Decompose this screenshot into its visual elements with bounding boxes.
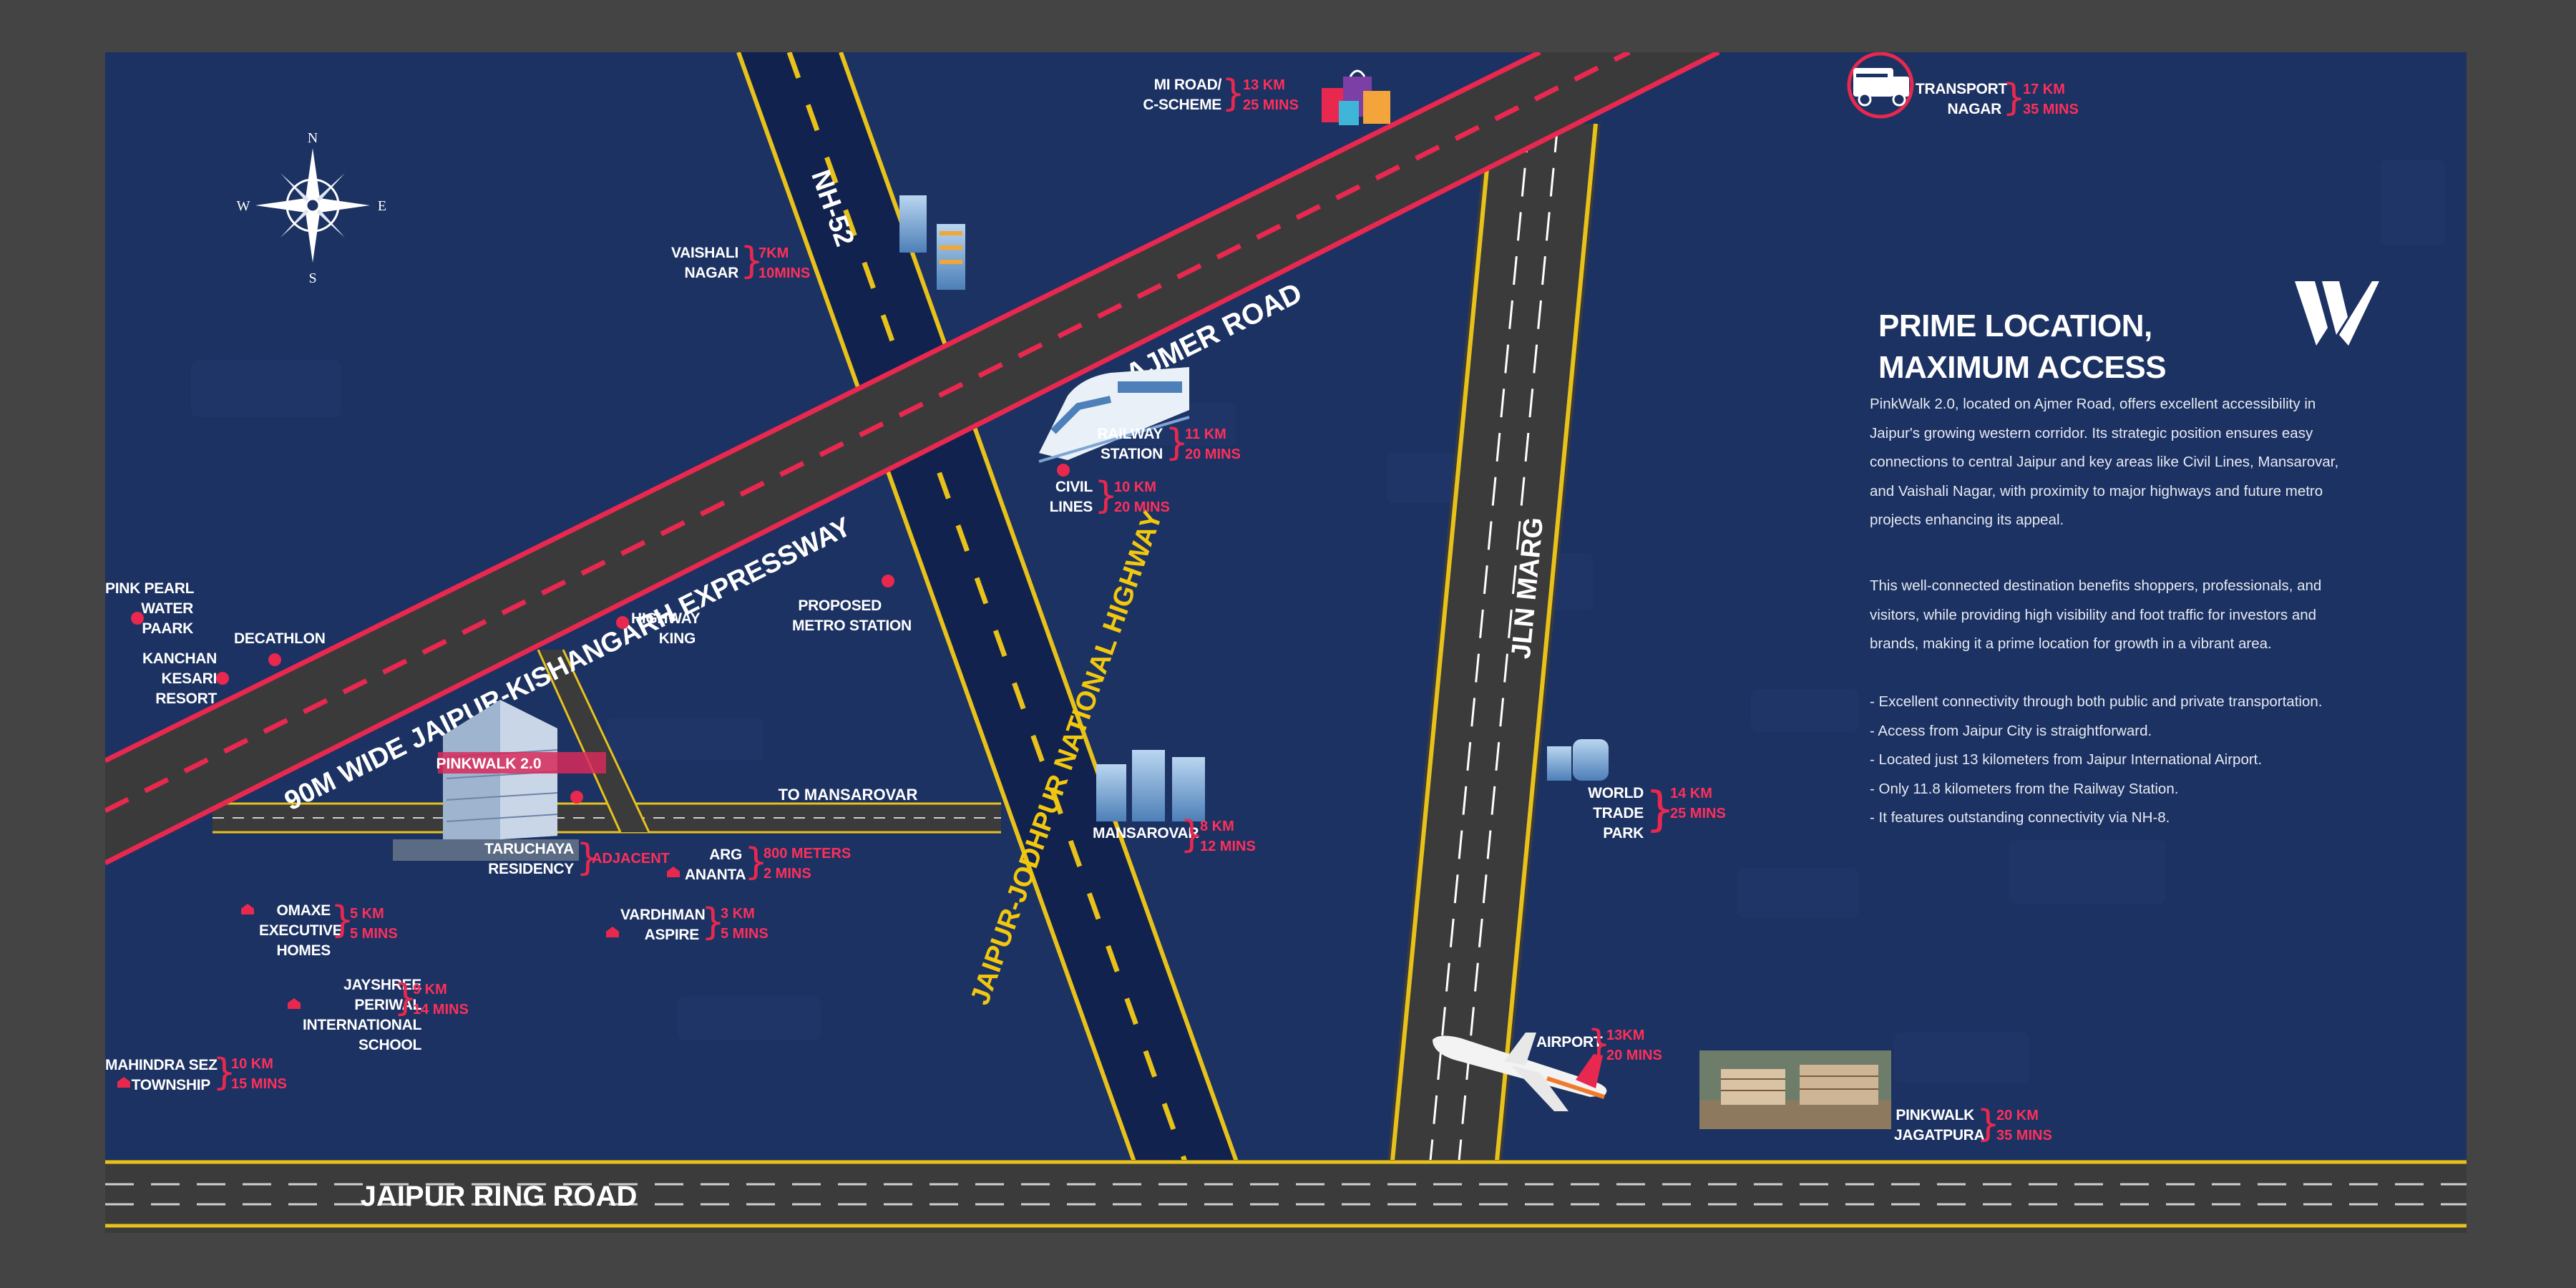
pinkwalk-2-tag: PINKWALK 2.0 xyxy=(436,752,606,774)
location-pin-icon xyxy=(216,672,229,685)
brace-icon: } xyxy=(394,977,418,1020)
brace-icon: } xyxy=(1221,72,1246,115)
home-icon xyxy=(241,904,254,914)
brace-icon: } xyxy=(331,899,355,942)
home-icon xyxy=(667,867,680,877)
list-item: - It features outstanding connectivity v… xyxy=(1870,809,2170,826)
jln-marg-road xyxy=(1386,123,1601,1176)
home-icon xyxy=(117,1077,130,1088)
decathlon-label: DECATHLON xyxy=(234,630,326,647)
location-pin-icon xyxy=(131,612,144,625)
metro-train-icon xyxy=(1038,367,1190,463)
brand-logo-icon xyxy=(2295,281,2379,346)
jagatpura-building-icon xyxy=(1699,1050,1891,1129)
home-icon xyxy=(288,998,301,1009)
airplane-icon xyxy=(1433,1033,1607,1111)
ring-road-label: JAIPUR RING ROAD xyxy=(361,1181,638,1212)
to-mansarovar-label: TO MANSAROVAR xyxy=(779,786,918,804)
mansarovar-road xyxy=(213,649,1001,834)
svg-text:S: S xyxy=(308,270,316,286)
svg-text:N: N xyxy=(308,130,318,146)
list-item: - Excellent connectivity through both pu… xyxy=(1870,693,2323,710)
taruchaya-distance: ADJACENT xyxy=(592,851,670,867)
home-icon xyxy=(606,927,619,937)
svg-text:W: W xyxy=(237,198,250,214)
info-paragraph-1: PinkWalk 2.0, located on Ajmer Road, off… xyxy=(1870,396,2339,528)
location-pin-icon xyxy=(268,653,281,666)
brace-icon: } xyxy=(2002,77,2026,119)
brace-icon: } xyxy=(701,901,726,944)
brace-icon: } xyxy=(1645,781,1675,836)
info-paragraph-2: This well-connected destination benefits… xyxy=(1870,577,2322,652)
brace-icon: } xyxy=(1094,474,1118,517)
features-list: - Excellent connectivity through both pu… xyxy=(1870,688,2385,833)
svg-text:PINKWALK 2.0: PINKWALK 2.0 xyxy=(436,756,541,772)
brace-icon: } xyxy=(1180,814,1204,857)
compass-rose-icon: N S E W xyxy=(237,130,387,286)
mi-road-label: MI ROAD/C-SCHEME xyxy=(1143,77,1221,113)
info-title: PRIME LOCATION, MAXIMUM ACCESS xyxy=(1878,308,2167,385)
list-item: - Access from Jaipur City is straightfor… xyxy=(1870,722,2152,739)
location-map: AJMER ROAD 90M WIDE JAIPUR-KISHANGARH EX… xyxy=(105,52,2467,1233)
svg-text:E: E xyxy=(378,198,386,214)
mansarovar-label: MANSAROVAR xyxy=(1093,825,1199,841)
building-icon xyxy=(1096,750,1205,821)
road-network: AJMER ROAD 90M WIDE JAIPUR-KISHANGARH EX… xyxy=(105,52,2467,1233)
brace-icon: } xyxy=(740,240,764,283)
brace-icon: } xyxy=(1165,421,1189,464)
building-icon xyxy=(1547,739,1609,781)
brace-icon: } xyxy=(1976,1103,2001,1146)
list-item: - Located just 13 kilometers from Jaipur… xyxy=(1870,751,2263,768)
list-item: - Only 11.8 kilometers from the Railway … xyxy=(1870,780,2179,797)
location-pin-icon xyxy=(882,575,894,587)
building-icon xyxy=(899,195,965,290)
delivery-truck-icon xyxy=(1847,52,1914,119)
location-pin-icon xyxy=(570,791,583,804)
brace-icon: } xyxy=(576,836,600,879)
location-pin-icon xyxy=(616,616,629,629)
ring-road xyxy=(105,1160,2467,1233)
brace-icon: } xyxy=(213,1051,237,1094)
brace-icon: } xyxy=(1587,1023,1611,1065)
brace-icon: } xyxy=(744,841,769,884)
ajmer-road-expressway xyxy=(105,52,1720,866)
location-pin-icon xyxy=(1057,464,1070,477)
shopping-bags-icon xyxy=(1322,69,1390,125)
airport-label: AIRPORT xyxy=(1536,1034,1603,1050)
